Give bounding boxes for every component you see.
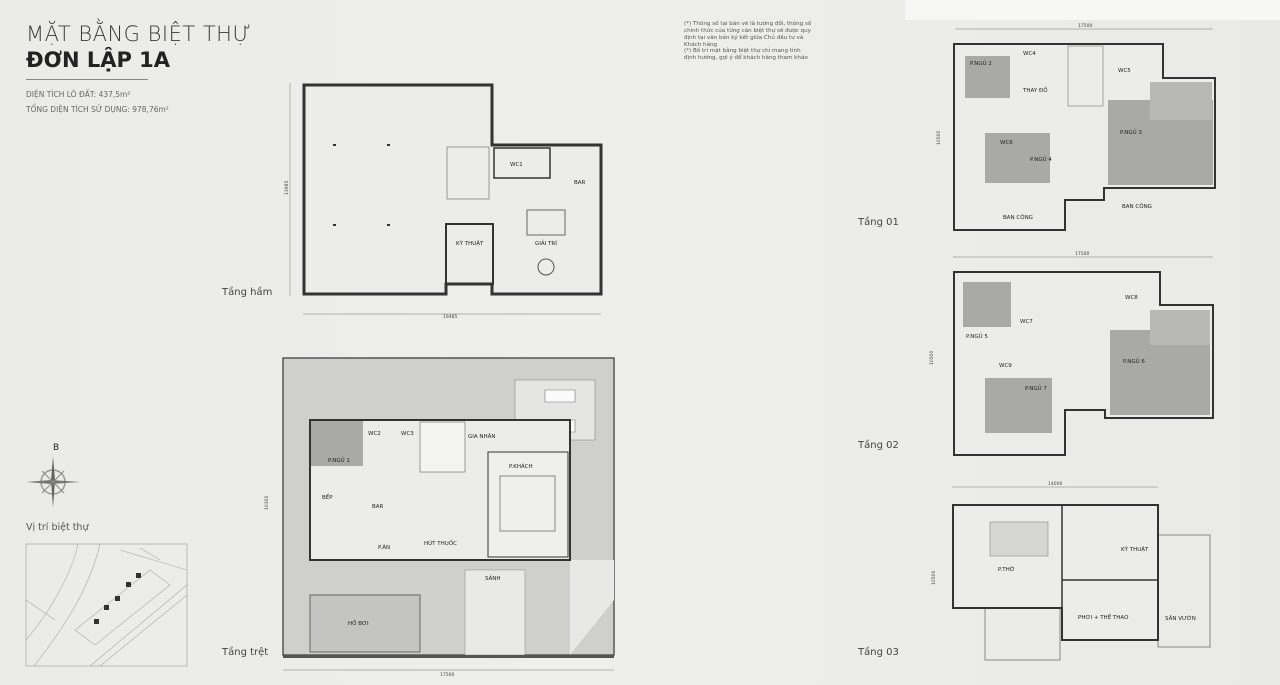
note-1: (*) Thông số tại bản vẽ là tương đối, th… <box>684 21 812 48</box>
svg-text:WC5: WC5 <box>1118 68 1131 74</box>
svg-text:KỸ THUẬT: KỸ THUẬT <box>456 240 484 247</box>
svg-text:GIẢI TRÍ: GIẢI TRÍ <box>535 239 557 247</box>
svg-text:WC8: WC8 <box>1125 295 1138 301</box>
floor-label-2: Tầng 02 <box>858 440 899 451</box>
svg-text:P.NGỦ 7: P.NGỦ 7 <box>1025 384 1047 392</box>
svg-text:WC1: WC1 <box>510 162 523 168</box>
floor-label-1: Tầng 01 <box>858 217 899 228</box>
site-map <box>25 543 188 667</box>
svg-text:P.THỜ: P.THỜ <box>998 566 1015 573</box>
title-divider <box>26 79 148 80</box>
plan-basement: 13985 19485 WC1 BAR GIẢI TRÍ KỸ THUẬT <box>284 83 603 320</box>
total-area: TỔNG DIỆN TÍCH SỬ DỤNG: 978,76m² <box>26 105 169 114</box>
svg-text:17500: 17500 <box>1075 251 1089 257</box>
svg-text:THAY ĐỒ: THAY ĐỒ <box>1022 85 1048 94</box>
svg-text:HÚT THUỐC: HÚT THUỐC <box>424 539 457 547</box>
svg-text:BAR: BAR <box>372 504 384 510</box>
note-2: (*) Bố trí mặt bằng biệt thự chỉ mang tí… <box>684 48 808 61</box>
svg-text:BAN CÔNG: BAN CÔNG <box>1122 203 1152 210</box>
compass-icon: B <box>26 443 80 508</box>
svg-text:GIA NHÂN: GIA NHÂN <box>468 433 496 440</box>
title-line-1: MẶT BẰNG BIỆT THỰ <box>26 22 252 46</box>
svg-text:B: B <box>53 443 59 453</box>
land-area: DIỆN TÍCH LÔ ĐẤT: 437,5m² <box>26 90 131 99</box>
title-line-2: ĐƠN LẬP 1A <box>26 48 171 72</box>
svg-text:19485: 19485 <box>443 314 457 320</box>
svg-text:HỒ BƠI: HỒ BƠI <box>348 618 369 627</box>
svg-text:WC7: WC7 <box>1020 319 1033 325</box>
svg-text:WC6: WC6 <box>1000 140 1013 146</box>
plan-ground: 17500 10300 P.NGỦ 1 WC2 WC3 GIA NHÂN P.K… <box>264 357 615 678</box>
location-label: Vị trí biệt thự <box>26 522 89 533</box>
svg-text:SÂN VƯỜN: SÂN VƯỜN <box>1165 615 1196 622</box>
svg-text:P.NGỦ 6: P.NGỦ 6 <box>1123 357 1145 365</box>
svg-text:WC3: WC3 <box>401 431 414 437</box>
svg-text:BAR: BAR <box>574 180 586 186</box>
svg-text:10300: 10300 <box>264 496 270 510</box>
svg-text:17500: 17500 <box>440 672 454 678</box>
svg-text:13985: 13985 <box>284 181 290 195</box>
svg-text:17500: 17500 <box>1078 23 1092 29</box>
svg-text:14000: 14000 <box>1048 481 1062 487</box>
svg-text:P.ĂN: P.ĂN <box>378 544 390 551</box>
svg-text:P.NGỦ 1: P.NGỦ 1 <box>328 456 350 464</box>
svg-text:P.NGỦ 4: P.NGỦ 4 <box>1030 155 1052 163</box>
svg-text:PHƠI + THỂ THAO: PHƠI + THỂ THAO <box>1078 613 1129 621</box>
svg-text:10500: 10500 <box>936 131 942 145</box>
svg-text:P.NGỦ 3: P.NGỦ 3 <box>1120 128 1142 136</box>
svg-text:P.NGỦ 2: P.NGỦ 2 <box>970 59 992 67</box>
svg-text:WC9: WC9 <box>999 363 1012 369</box>
plan-floor-2: 17500 10500 P.NGỦ 5 WC7 WC8 WC9 P.NGỦ 7 … <box>929 251 1214 456</box>
floor-label-ground: Tầng trệt <box>222 647 269 658</box>
svg-text:P.KHÁCH: P.KHÁCH <box>509 463 533 470</box>
svg-text:KỸ THUẬT: KỸ THUẬT <box>1121 546 1149 553</box>
plan-floor-3: 14000 10500 P.THỜ KỸ THUẬT PHƠI + THỂ TH… <box>931 481 1211 661</box>
svg-text:10500: 10500 <box>931 571 937 585</box>
photo-edge <box>905 0 1280 20</box>
svg-text:BẾP: BẾP <box>322 493 333 501</box>
plan-floor-1: 17500 10500 P.NGỦ 2 WC4 THAY ĐỒ WC5 WC6 … <box>936 23 1216 231</box>
svg-text:P.NGỦ 5: P.NGỦ 5 <box>966 332 988 340</box>
svg-text:SẢNH: SẢNH <box>485 574 501 582</box>
svg-text:BAN CÔNG: BAN CÔNG <box>1003 214 1033 221</box>
floor-label-3: Tầng 03 <box>858 647 899 658</box>
floor-label-basement: Tầng hầm <box>222 287 273 298</box>
svg-text:WC2: WC2 <box>368 431 381 437</box>
svg-text:10500: 10500 <box>929 351 935 365</box>
svg-text:WC4: WC4 <box>1023 51 1036 57</box>
